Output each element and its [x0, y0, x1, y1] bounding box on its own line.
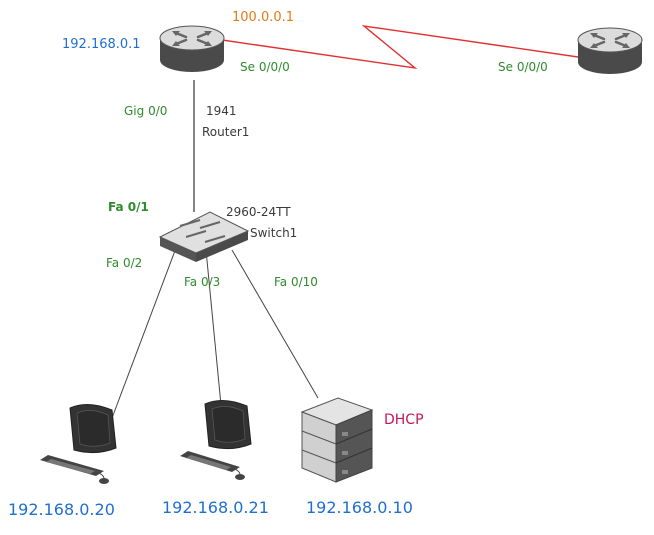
- server-service-label: DHCP: [384, 412, 424, 428]
- router1: [159, 25, 225, 72]
- server-ip-label: 192.168.0.10: [306, 498, 413, 517]
- router1-gig-label: Gig 0/0: [124, 104, 168, 118]
- pc-icon: [40, 404, 117, 484]
- wan-serial-link: [221, 24, 586, 70]
- pc2-ip-label: 192.168.0.21: [162, 498, 269, 517]
- router1-model-label: 1941: [206, 104, 237, 118]
- switch1-model-label: 2960-24TT: [226, 205, 291, 219]
- pc2: [180, 400, 252, 480]
- router1-serial-label: Se 0/0/0: [240, 60, 290, 74]
- link-switch1-server: [231, 249, 319, 399]
- switch1: [158, 211, 250, 262]
- router1-name-label: Router1: [202, 125, 250, 139]
- router-icon: [159, 25, 225, 72]
- link-switch1-pc2: [205, 249, 222, 406]
- pc1: [40, 404, 117, 484]
- switch-fa010-label: Fa 0/10: [274, 275, 318, 289]
- switch1-name-label: Switch1: [250, 226, 298, 240]
- switch-fa01-label: Fa 0/1: [108, 200, 149, 214]
- pc-icon: [180, 400, 252, 480]
- link-switch1-pc1: [111, 247, 177, 419]
- wan-ip-label: 100.0.0.1: [232, 10, 295, 25]
- server-icon: [300, 397, 374, 483]
- switch-fa02-label: Fa 0/2: [106, 256, 143, 270]
- router-icon: [577, 27, 643, 74]
- pc1-ip-label: 192.168.0.20: [8, 500, 115, 519]
- router2-serial-label: Se 0/0/0: [498, 60, 548, 74]
- switch-icon: [158, 211, 250, 262]
- links: [111, 24, 586, 419]
- router2: [577, 27, 643, 74]
- switch-fa03-label: Fa 0/3: [184, 275, 221, 289]
- router1-ip-label: 192.168.0.1: [62, 37, 141, 52]
- server: [300, 397, 374, 483]
